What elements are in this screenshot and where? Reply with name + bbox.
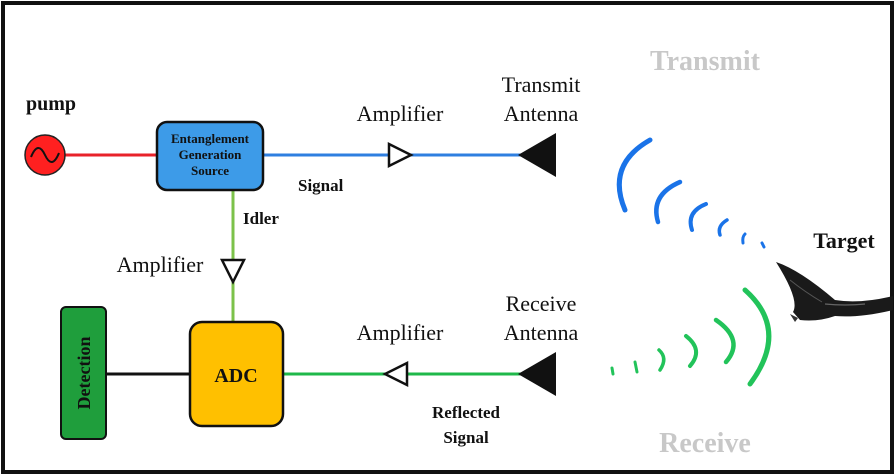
- receive-antenna-label-line2: Antenna: [504, 320, 579, 345]
- reflected-label-line1: Reflected: [432, 403, 501, 422]
- idler-label: Idler: [243, 209, 279, 228]
- transmit-wave-label: Transmit: [650, 46, 761, 77]
- entanglement-source-box: [155, 120, 265, 192]
- transmit-antenna-label-line1: Transmit: [502, 72, 581, 97]
- amplifier-triangle-icon: [387, 141, 414, 169]
- source-label-line1: Entanglement: [171, 131, 250, 146]
- antenna-icon: [518, 352, 556, 396]
- signal-label: Signal: [298, 176, 344, 195]
- antenna-icon: [518, 133, 556, 177]
- receive-antenna-label-line1: Receive: [506, 291, 577, 316]
- target-label: Target: [813, 228, 875, 253]
- amplifier-triangle-icon: [219, 258, 247, 285]
- amplifier-triangle-icon: [382, 360, 409, 388]
- receive-wave-icon: [610, 287, 772, 387]
- pump-label: pump: [26, 93, 76, 115]
- reflected-label-line2: Signal: [443, 428, 489, 447]
- source-label-line3: Source: [191, 163, 229, 178]
- source-label-line2: Generation: [179, 147, 243, 162]
- receive-wave-label: Receive: [659, 428, 751, 459]
- adc-box: [188, 320, 285, 428]
- sine-source-icon: [24, 134, 66, 176]
- detection-label: Detection: [74, 337, 94, 410]
- adc-label: ADC: [214, 365, 257, 387]
- amplifier-idler-label: Amplifier: [117, 252, 204, 277]
- transmit-wave-icon: [616, 137, 766, 249]
- amplifier-receive-label: Amplifier: [357, 320, 444, 345]
- amplifier-transmit-label: Amplifier: [357, 101, 444, 126]
- flying-wing-drone-icon: [776, 262, 893, 322]
- transmit-antenna-label-line2: Antenna: [504, 101, 579, 126]
- detection-box: [60, 306, 107, 440]
